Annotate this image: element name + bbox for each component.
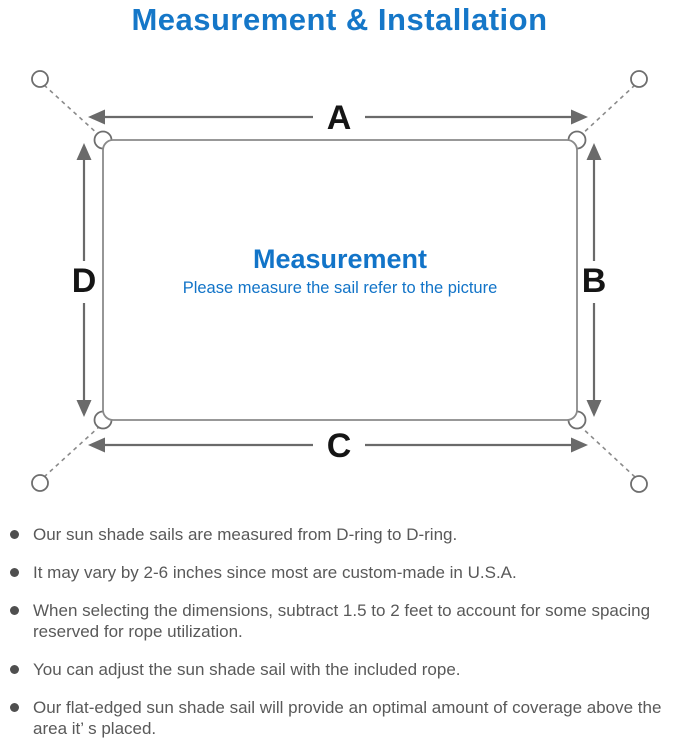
- diagram-center-subtitle: Please measure the sail refer to the pic…: [183, 279, 498, 297]
- bullet-dot-icon: [10, 530, 19, 539]
- dimension-arrow-d: [76, 143, 92, 417]
- dimension-label-a: A: [327, 99, 352, 137]
- sail-measurement-diagram: A B C D Measurement Please measure the s…: [0, 55, 679, 505]
- bullet-dot-icon: [10, 703, 19, 712]
- page-title: Measurement & Installation: [131, 2, 548, 37]
- sail-outline: [102, 139, 578, 421]
- dimension-label-b: B: [582, 262, 607, 300]
- note-text: Our sun shade sails are measured from D-…: [33, 525, 458, 544]
- dimension-label-d: D: [72, 262, 97, 300]
- dimension-arrow-b: [586, 143, 602, 417]
- dimension-label-c: C: [327, 427, 352, 465]
- note-text: You can adjust the sun shade sail with t…: [33, 660, 461, 679]
- list-item: When selecting the dimensions, subtract …: [0, 600, 679, 642]
- diagram-center-heading: Measurement: [253, 244, 427, 274]
- note-text: It may vary by 2-6 inches since most are…: [33, 563, 517, 582]
- list-item: It may vary by 2-6 inches since most are…: [0, 562, 679, 583]
- bullet-dot-icon: [10, 665, 19, 674]
- anchor-point-icons: [31, 70, 648, 493]
- list-item: Our flat-edged sun shade sail will provi…: [0, 697, 679, 739]
- dimension-arrow-a: [88, 109, 588, 125]
- note-text: Our flat-edged sun shade sail will provi…: [33, 698, 662, 738]
- measurement-notes-list: Our sun shade sails are measured from D-…: [0, 524, 679, 739]
- list-item: Our sun shade sails are measured from D-…: [0, 524, 679, 545]
- sail-diagram-svg: A B C D Measurement Please measure the s…: [31, 70, 648, 493]
- list-item: You can adjust the sun shade sail with t…: [0, 659, 679, 680]
- note-text: When selecting the dimensions, subtract …: [33, 601, 651, 641]
- bullet-dot-icon: [10, 568, 19, 577]
- dimension-arrow-c: [88, 437, 588, 453]
- bullet-dot-icon: [10, 606, 19, 615]
